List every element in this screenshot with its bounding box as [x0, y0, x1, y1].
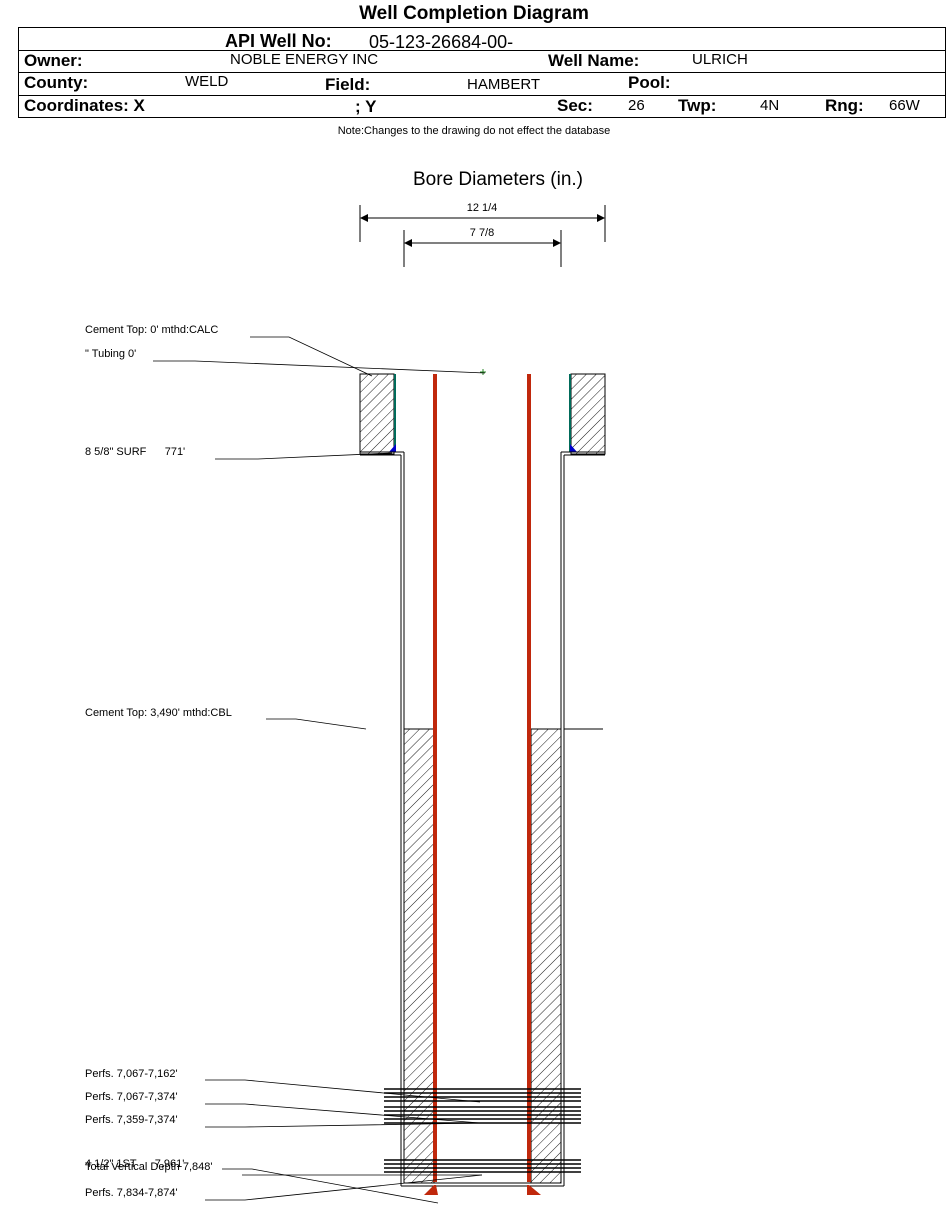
owner-value: NOBLE ENERGY INC [230, 51, 379, 68]
surface-shoe-right [570, 444, 577, 452]
annotation-cement-top-production: Cement Top: 3,490' mthd:CBL [85, 707, 232, 719]
rng-label: Rng: [825, 96, 864, 115]
twp-value: 4N [760, 97, 780, 114]
rng-value: 66W [889, 97, 920, 114]
field-value: HAMBERT [467, 76, 541, 93]
inner-bore-dimension [403, 230, 562, 267]
annotation-perf-3: Perfs. 7,359-7,374' [85, 1114, 178, 1126]
annotation-leaders [153, 336, 486, 1204]
annotation-production-casing: 4 1/2" 1ST 7,961' [85, 1158, 184, 1170]
surface-casing-shoe [360, 451, 605, 456]
surface-shoe-left [389, 444, 396, 452]
field-label: Field: [325, 75, 371, 94]
inner-bore-label: 7 7/8 [470, 227, 494, 239]
annotation-total-depth: Total Vertical Depth 7,848' [85, 1161, 212, 1173]
county-label: County: [24, 73, 89, 92]
owner-label: Owner: [24, 51, 83, 70]
outer-bore-label: 12 1/4 [467, 202, 498, 214]
wellname-label: Well Name: [548, 51, 640, 70]
tubing-shoe-right [527, 1185, 541, 1195]
tubing-shoe-left [424, 1185, 438, 1195]
header-divider [18, 50, 946, 51]
api-value: 05-123-26684-00- [369, 32, 514, 52]
annotation-perf-4: Perfs. 7,834-7,874' [85, 1187, 178, 1199]
header-divider [18, 95, 946, 96]
coord-y-label: ; Y [355, 97, 377, 116]
api-label: API Well No: [225, 31, 332, 51]
perforations-upper [384, 1088, 581, 1124]
annotation-perf-1: Perfs. 7,067-7,162' [85, 1068, 178, 1080]
tubing-right [527, 374, 531, 1182]
sec-value: 26 [628, 97, 645, 114]
coord-x-label: Coordinates: X [24, 96, 145, 115]
page-title: Well Completion Diagram [359, 3, 589, 24]
outer-bore-dimension [359, 205, 606, 242]
bore-diameters-title: Bore Diameters (in.) [413, 169, 583, 190]
header-divider [18, 72, 946, 73]
surface-cement-left [359, 373, 395, 455]
surface-cement-right [570, 373, 606, 455]
annotation-tubing: " Tubing 0' [85, 348, 136, 360]
tubing-left [433, 374, 437, 1182]
wellname-value: ULRICH [692, 51, 748, 68]
sec-label: Sec: [557, 96, 593, 115]
annotation-perf-2: Perfs. 7,067-7,374' [85, 1091, 178, 1103]
county-value: WELD [185, 73, 229, 90]
database-note: Note:Changes to the drawing do not effec… [337, 125, 611, 137]
pool-label: Pool: [628, 73, 671, 92]
annotation-cement-top-surface: Cement Top: 0' mthd:CALC [85, 324, 218, 336]
annotation-surface-casing: 8 5/8" SURF 771' [85, 446, 185, 458]
perforations-lower [384, 1159, 581, 1173]
twp-label: Twp: [678, 96, 717, 115]
